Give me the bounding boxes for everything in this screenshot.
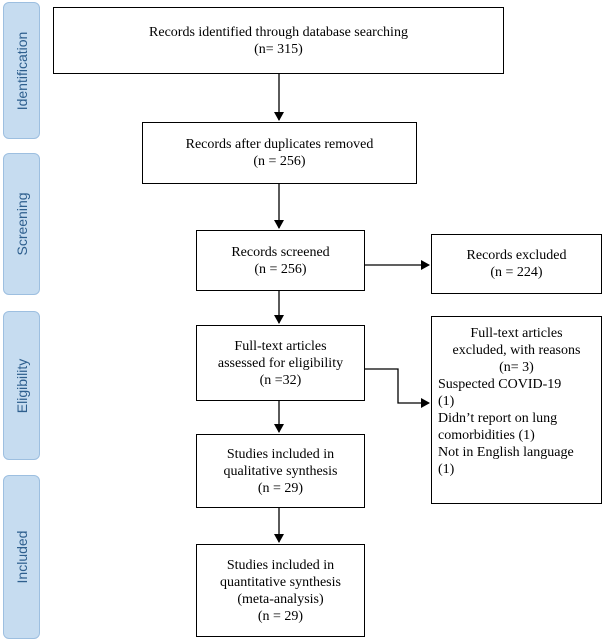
records-screened-count: (n = 256) — [254, 261, 307, 277]
arrow-fulltext-to-excluded-reasons — [365, 368, 430, 408]
fulltext-assessed-line2: assessed for eligibility — [217, 355, 344, 371]
exclusion-reason-3-line1: Not in English language — [438, 445, 574, 460]
fulltext-assessed-line1: Full-text articles — [234, 338, 327, 354]
quantitative-count: (n = 29) — [257, 608, 304, 624]
box-records-excluded: Records excluded (n = 224) — [431, 234, 602, 294]
phase-eligibility: Eligibility — [3, 311, 40, 460]
box-fulltext-excluded: Full-text articles excluded, with reason… — [431, 316, 602, 504]
exclusion-reason-1-line2: (1) — [438, 394, 455, 409]
exclusion-reason-3-line2: (1) — [438, 462, 455, 477]
box-records-screened: Records screened (n = 256) — [196, 230, 365, 291]
duplicates-removed-label: Records after duplicates removed — [185, 137, 374, 152]
box-records-identified: Records identified through database sear… — [53, 7, 504, 74]
quantitative-line2: quantitative synthesis — [220, 574, 341, 590]
records-screened-label: Records screened — [231, 244, 330, 260]
records-excluded-count: (n = 224) — [490, 265, 543, 280]
fulltext-assessed-count: (n =32) — [259, 372, 302, 388]
fulltext-excluded-count: (n= 3) — [499, 360, 534, 375]
records-excluded-label: Records excluded — [466, 248, 567, 263]
qualitative-count: (n = 29) — [257, 480, 304, 496]
quantitative-line3: (meta-analysis) — [237, 591, 324, 607]
qualitative-line1: Studies included in — [226, 446, 335, 462]
exclusion-reason-1-line1: Suspected COVID-19 — [438, 377, 562, 392]
box-fulltext-assessed: Full-text articles assessed for eligibil… — [196, 325, 365, 401]
box-qualitative-synthesis: Studies included in qualitative synthesi… — [196, 434, 365, 508]
exclusion-reason-2-line1: Didn’t report on lung — [438, 411, 558, 426]
phase-included: Included — [3, 475, 40, 639]
duplicates-removed-count: (n = 256) — [253, 154, 306, 169]
quantitative-line1: Studies included in — [226, 557, 335, 573]
records-identified-count: (n= 315) — [254, 41, 303, 57]
records-identified-label: Records identified through database sear… — [149, 24, 408, 40]
phase-identification: Identification — [3, 2, 40, 139]
exclusion-reason-2-line2: comorbidities (1) — [438, 428, 535, 443]
qualitative-line2: qualitative synthesis — [223, 463, 338, 479]
fulltext-excluded-head2: excluded, with reasons — [452, 343, 581, 358]
box-duplicates-removed: Records after duplicates removed (n = 25… — [142, 122, 417, 184]
box-quantitative-synthesis: Studies included in quantitative synthes… — [196, 544, 365, 637]
fulltext-excluded-head1: Full-text articles — [470, 326, 563, 341]
phase-screening: Screening — [3, 153, 40, 295]
